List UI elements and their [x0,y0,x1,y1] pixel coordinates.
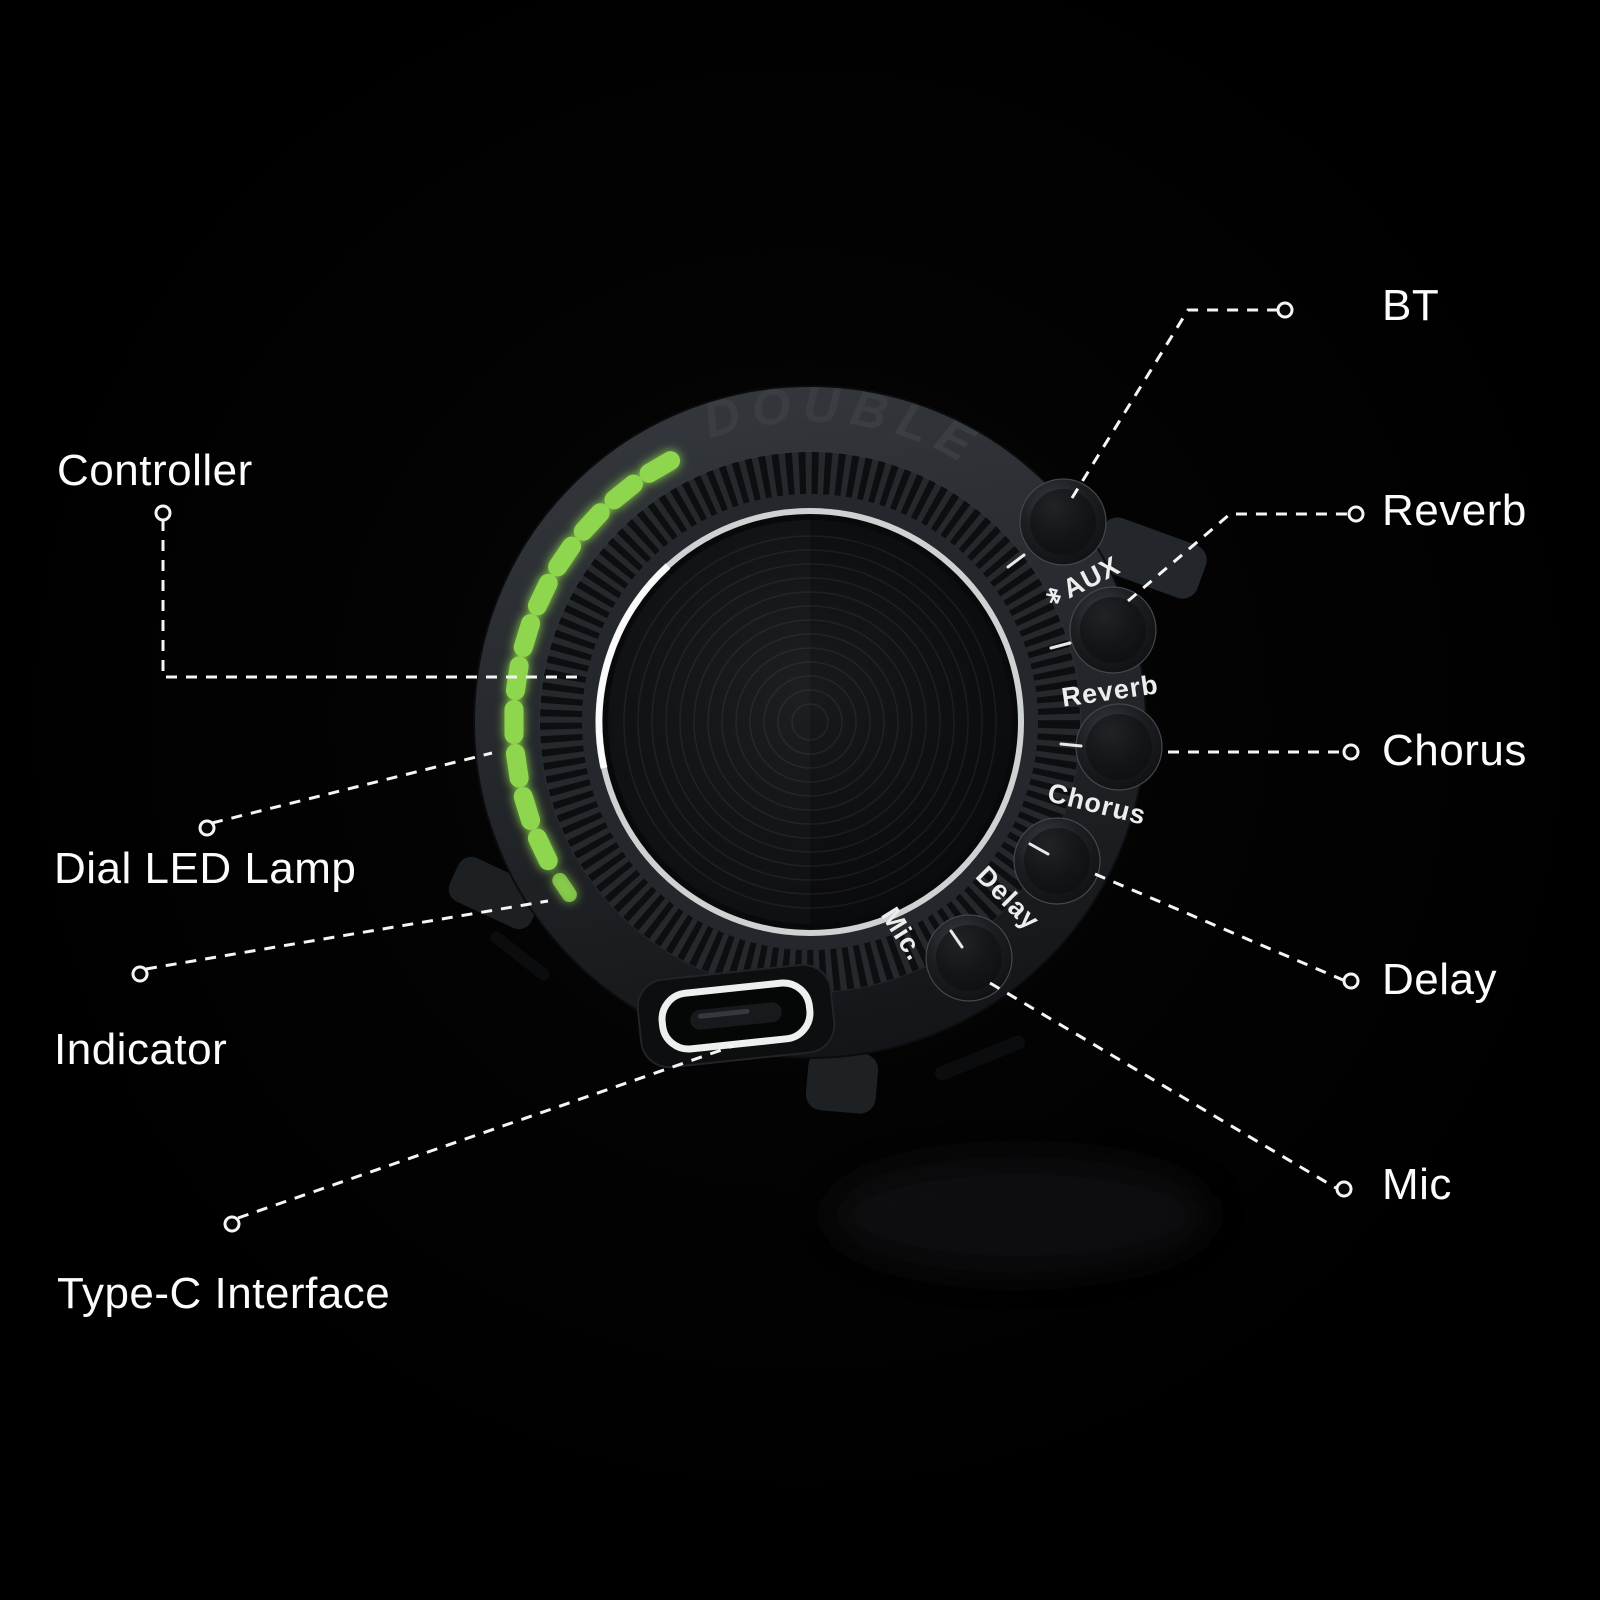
leader-dot-indicator [131,965,149,983]
callout-label-indicator: Indicator [54,1025,228,1074]
device-button-mic [925,914,1013,1002]
leader-type-c [237,1044,734,1220]
leader-dot-delay [1342,972,1360,990]
led-segment [505,743,529,788]
leader-dot-dial-led-lamp [198,819,216,837]
led-segment [527,828,558,871]
device-button-chorus [1075,703,1163,791]
leader-indicator [145,899,549,971]
leader-dot-type-c [223,1215,241,1233]
device-button-bt-aux [1019,478,1107,566]
controller-dial [595,508,1024,936]
callout-label-delay: Delay [1382,955,1497,1004]
leader-dot-chorus [1342,743,1360,761]
leader-dot-reverb [1347,505,1365,523]
led-segment [552,872,577,903]
type-c-port [636,963,836,1069]
led-segment [513,614,541,657]
leader-reverb [1127,512,1348,603]
led-segment [604,474,643,510]
callout-label-controller: Controller [57,446,253,495]
callout-leaders [131,301,1365,1233]
led-segment [573,503,610,541]
device-button-delay [1013,817,1101,905]
leader-mic [989,981,1337,1190]
led-segment [504,700,524,744]
led-segment [548,536,582,577]
button-index-ticks [949,553,1083,949]
callout-label-chorus: Chorus [1382,726,1527,775]
led-segment [513,787,541,830]
leader-dot-bt [1276,301,1294,319]
callout-label-type-c: Type-C Interface [57,1269,391,1318]
leader-dot-controller [154,504,172,522]
callout-label-dial-led-lamp: Dial LED Lamp [54,844,357,893]
led-segment [639,451,681,483]
led-segment [527,573,558,616]
led-segment [505,656,529,701]
device-button-reverb [1069,586,1157,674]
leader-dot-mic [1335,1180,1353,1198]
leader-bt [1070,308,1277,499]
leader-delay [1094,872,1344,982]
dial-led-lamp-arc [504,451,681,903]
leader-dial-led-lamp [211,751,493,825]
bluetooth-icon [1046,587,1062,604]
callout-label-bt: BT [1382,281,1440,330]
body-slots [490,931,1026,1081]
callout-label-mic: Mic [1382,1160,1452,1209]
floor-reflection [830,1157,1210,1273]
device-mount-tabs [448,517,1207,1114]
callout-label-reverb: Reverb [1382,486,1527,535]
